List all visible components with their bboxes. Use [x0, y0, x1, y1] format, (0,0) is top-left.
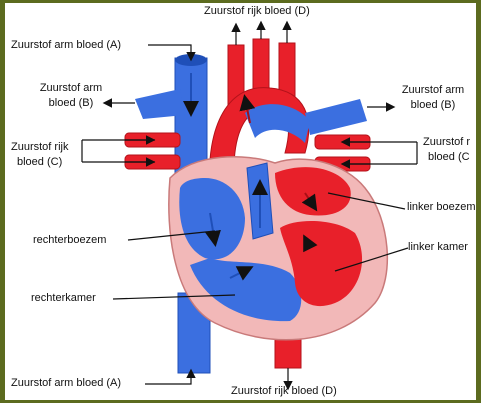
label-oxygen-rich-c-right-1: Zuurstof r [423, 135, 470, 150]
label-oxygen-rich-c-left-1: Zuurstof rijk [11, 140, 68, 155]
label-oxygen-poor-b-right-2: bloed (B) [393, 98, 473, 113]
label-oxygen-poor-b-left-1: Zuurstof arm [31, 81, 111, 96]
label-top-oxygen-poor: Zuurstof arm bloed (A) [11, 38, 121, 53]
label-left-atrium: linker boezem [407, 200, 475, 215]
pulmonary-artery-right [305, 99, 367, 135]
label-oxygen-rich-c-right-2: bloed (C [428, 150, 470, 165]
label-right-atrium: rechterboezem [33, 233, 106, 248]
label-oxygen-poor-b-left-2: bloed (B) [31, 96, 111, 111]
label-left-ventricle: linker kamer [408, 240, 468, 255]
label-oxygen-rich-c-left-2: bloed (C) [17, 155, 62, 170]
label-bottom-oxygen-poor: Zuurstof arm bloed (A) [11, 376, 121, 391]
heart-diagram [5, 3, 476, 400]
pulmonary-artery-left [135, 89, 185, 119]
label-oxygen-poor-b-right-1: Zuurstof arm [393, 83, 473, 98]
label-top-oxygen-rich: Zuurstof rijk bloed (D) [204, 4, 310, 19]
label-bottom-oxygen-rich: Zuurstof rijk bloed (D) [231, 384, 337, 399]
label-right-ventricle: rechterkamer [31, 291, 96, 306]
diagram-panel: Zuurstof rijk bloed (D) Zuurstof arm blo… [5, 3, 476, 400]
